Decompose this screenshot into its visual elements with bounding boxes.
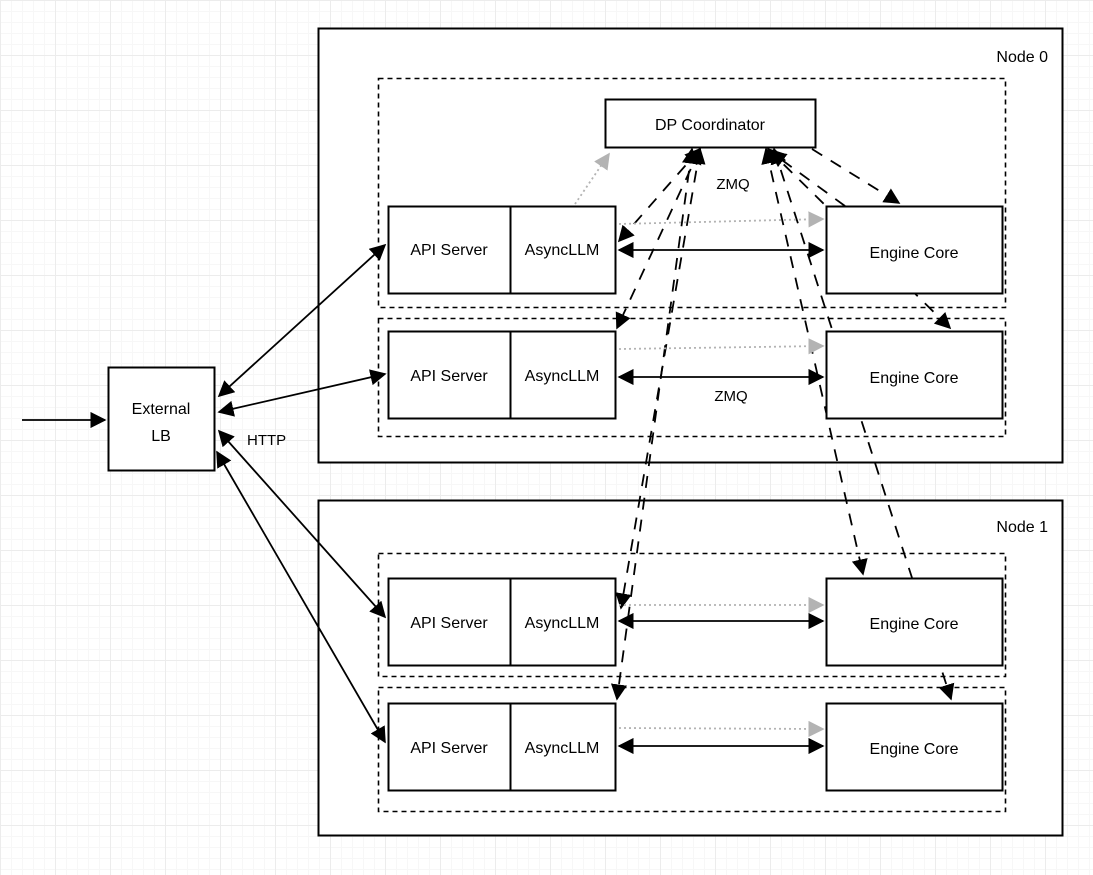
- node0-label: Node 0: [996, 49, 1048, 66]
- dp-coordinator-label: DP Coordinator: [655, 117, 766, 134]
- coordinator-engine1b-link: [770, 147, 955, 701]
- lb-api0b-http-link: [217, 369, 387, 417]
- node0-group1-dashed-box: [377, 77, 1007, 309]
- dp-coordinator-box: [604, 98, 817, 149]
- external-lb-label-line1: External: [132, 401, 191, 418]
- asyncllm0b-engine-dotted-link: [618, 338, 825, 355]
- api-server-box-1a: [387, 577, 617, 667]
- external-lb-label-line2: LB: [151, 428, 171, 445]
- api-server-label-0b: API Server: [410, 368, 488, 385]
- lb-api1b-http-link: [216, 450, 386, 744]
- asyncllm0a-engine-dotted-link: [618, 211, 825, 228]
- engine-core-box-1a: [825, 577, 1004, 667]
- asyncllm-label-0a: AsyncLLM: [525, 242, 600, 259]
- engine-core-label-1b: Engine Core: [870, 741, 959, 758]
- dotted-links: [574, 152, 825, 738]
- engine-core-box-1b: [825, 702, 1004, 792]
- asyncllm-label-1a: AsyncLLM: [525, 615, 600, 632]
- coordinator-asyncllm1b-link: [610, 147, 699, 701]
- api-server-label-1b: API Server: [410, 740, 488, 757]
- api-server-label-1a: API Server: [410, 615, 488, 632]
- asyncllm0a-coordinator-dotted-link: [574, 152, 610, 205]
- zmq-coordinator-edge-label: ZMQ: [716, 176, 749, 193]
- node1-group1-dashed-box: [377, 552, 1007, 678]
- solid-links: [22, 241, 825, 755]
- api-server-box-0b: [387, 330, 617, 420]
- node1-group2-dashed-box: [377, 686, 1007, 813]
- api-server-box-0a: [387, 205, 617, 295]
- engine-core-box-0b: [825, 330, 1004, 420]
- external-lb-box: [107, 366, 216, 472]
- http-edge-label: HTTP: [247, 432, 286, 449]
- engine-core-label-0a: Engine Core: [870, 245, 959, 262]
- zmq-row-edge-label: ZMQ: [714, 388, 747, 405]
- api-server-label-0a: API Server: [410, 242, 488, 259]
- coordinator-dashed-links: [610, 147, 955, 701]
- asyncllm1b-engine-dotted-link: [618, 720, 825, 738]
- engine-core-label-0b: Engine Core: [870, 370, 959, 387]
- asyncllm-label-0b: AsyncLLM: [525, 368, 600, 385]
- engine-core-label-1a: Engine Core: [870, 616, 959, 633]
- node1-label: Node 1: [996, 519, 1048, 536]
- engine-core-box-0a: [825, 205, 1004, 295]
- asyncllm-label-1b: AsyncLLM: [525, 740, 600, 757]
- api-server-box-1b: [387, 702, 617, 792]
